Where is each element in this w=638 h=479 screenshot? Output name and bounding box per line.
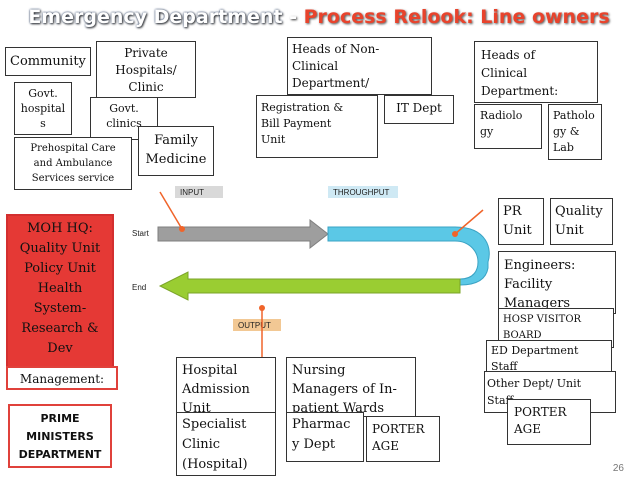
connector-throughput-dot [452,231,458,237]
radiology-box: Radiolo gy [474,104,542,149]
throughput-label: THROUGHPUT [333,188,390,197]
registration-box: Registration & Bill Payment Unit [256,95,378,158]
title-accent: Process Relook: Line owners [303,6,610,28]
end-label: End [132,283,146,292]
connector-output-dot [259,305,265,311]
throughput-arrow [327,226,490,286]
connector-input-dot [179,226,185,232]
input-label-bg [175,186,223,198]
quality-unit-box: Quality Unit [550,198,613,245]
specialist-clinic-box: Specialist Clinic (Hospital) [176,412,276,476]
management-box: Management: [6,366,118,390]
pr-unit-box: PR Unit [498,198,544,245]
output-arrow [158,271,461,301]
porter-right-box: PORTER AGE [507,399,591,445]
input-arrow [157,218,329,250]
ed-staff-box: ED Department Staff [486,340,612,376]
prime-minister-box: PRIME MINISTERS DEPARTMENT [8,404,112,468]
title-main: Emergency Department [28,6,283,28]
slide-title: Emergency Department - Process Relook: L… [0,0,638,36]
family-medicine-box: Family Medicine [138,126,214,176]
start-label: Start [132,229,150,238]
page-number: 26 [612,463,624,474]
throughput-label-bg [328,186,398,198]
private-hospitals-box: Private Hospitals/ Clinic [96,41,196,98]
moh-hq-box: MOH HQ: Quality Unit Policy Unit Health … [6,214,114,370]
connector-input [159,191,183,230]
connector-throughput [454,209,484,235]
community-box: Community [5,47,91,76]
prehospital-box: Prehospital Care and Ambulance Services … [14,137,132,190]
heads-non-clinical-box: Heads of Non- Clinical Department/ Unit [287,37,432,107]
porter-bottom-box: PORTER AGE [366,416,440,462]
pharmacy-box: Pharmac y Dept [286,412,364,462]
heads-clinical-box: Heads of Clinical Department: [474,41,598,103]
title-separator: - [282,6,304,28]
output-label: OUTPUT [238,321,271,330]
output-label-bg [233,319,281,331]
hospital-admission-box: Hospital Admission Unit [176,357,276,417]
govt-hospital-box: Govt. hospital s [14,82,72,135]
engineers-box: Engineers: Facility Managers [498,251,616,314]
it-dept-box: IT Dept [384,95,454,124]
pathology-box: Patholo gy & Lab [548,104,602,160]
nursing-managers-box: Nursing Managers of In- patient Wards [286,357,416,417]
input-label: INPUT [180,188,204,197]
